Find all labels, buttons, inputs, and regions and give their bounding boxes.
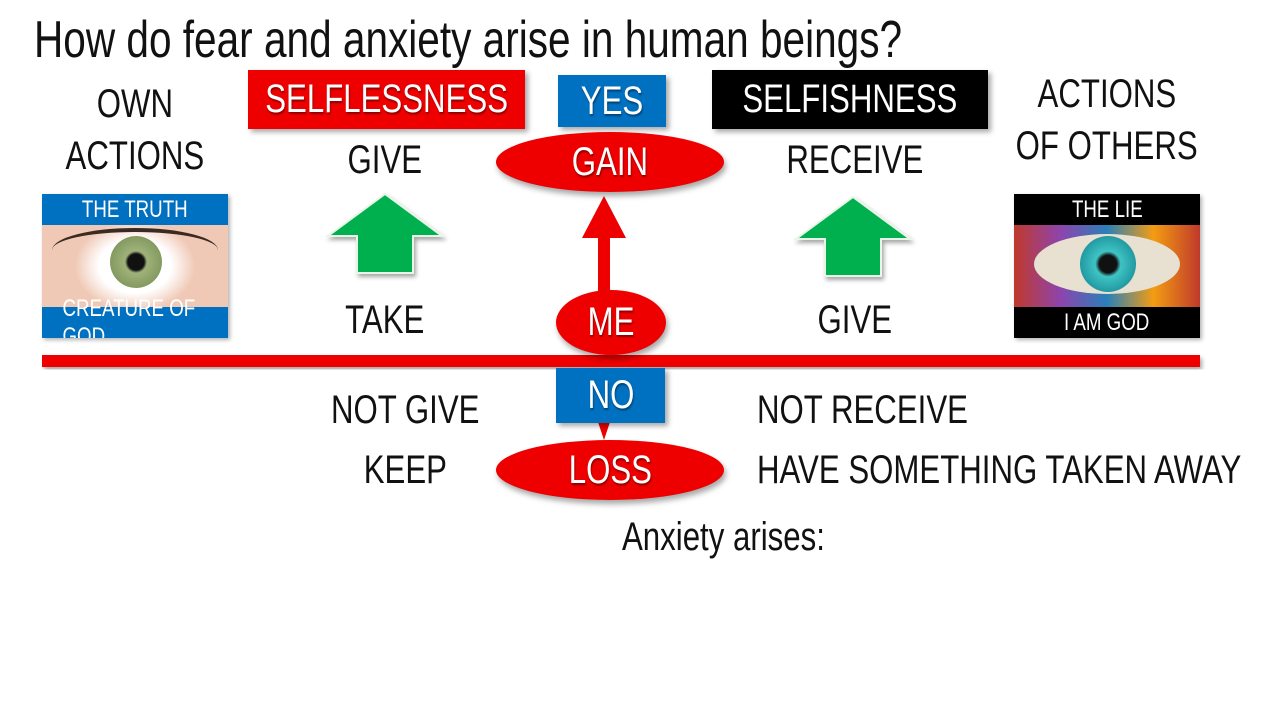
red-up-arrow [582,196,626,300]
lie-top-bar: THE LIE [1014,194,1200,225]
truth-bottom-bar: CREATURE OF GOD [42,295,228,338]
eyelash-decoration [52,228,218,272]
give-label: GIVE [347,138,423,182]
selfishness-box: SELFISHNESS [712,70,988,129]
selflessness-box: SELFLESSNESS [248,70,525,129]
yes-box: YES [558,75,666,127]
red-horizontal-line [42,355,1200,367]
no-box: NO [556,368,665,423]
truth-top-bar: THE TRUTH [42,194,228,225]
lie-eye-image: THE LIE I AM GOD [1014,194,1200,338]
green-up-arrow-right [792,195,914,277]
give-others-label: GIVE [817,298,893,342]
keep-label: KEEP [363,448,447,492]
not-give-label: NOT GIVE [330,388,480,432]
take-label: TAKE [345,298,425,342]
red-down-arrow [598,422,610,440]
me-ellipse: ME [556,290,666,355]
loss-ellipse: LOSS [496,440,724,500]
anxiety-arises-text: Anxiety arises: [622,515,825,559]
slide-title: How do fear and anxiety arise in human b… [34,11,903,69]
have-something-taken-away-label: HAVE SOMETHING TAKEN AWAY [757,448,1242,492]
eye-iris-icon [1080,236,1136,292]
receive-label: RECEIVE [786,138,924,182]
gain-ellipse: GAIN [496,132,724,192]
lie-bottom-bar: I AM GOD [1014,307,1200,338]
green-up-arrow-left [324,192,446,274]
not-receive-label: NOT RECEIVE [757,388,968,432]
truth-eye-image: THE TRUTH CREATURE OF GOD [42,194,228,338]
own-actions-heading: OWN ACTIONS [65,82,205,178]
actions-of-others-heading: ACTIONS OF OTHERS [1015,72,1199,168]
